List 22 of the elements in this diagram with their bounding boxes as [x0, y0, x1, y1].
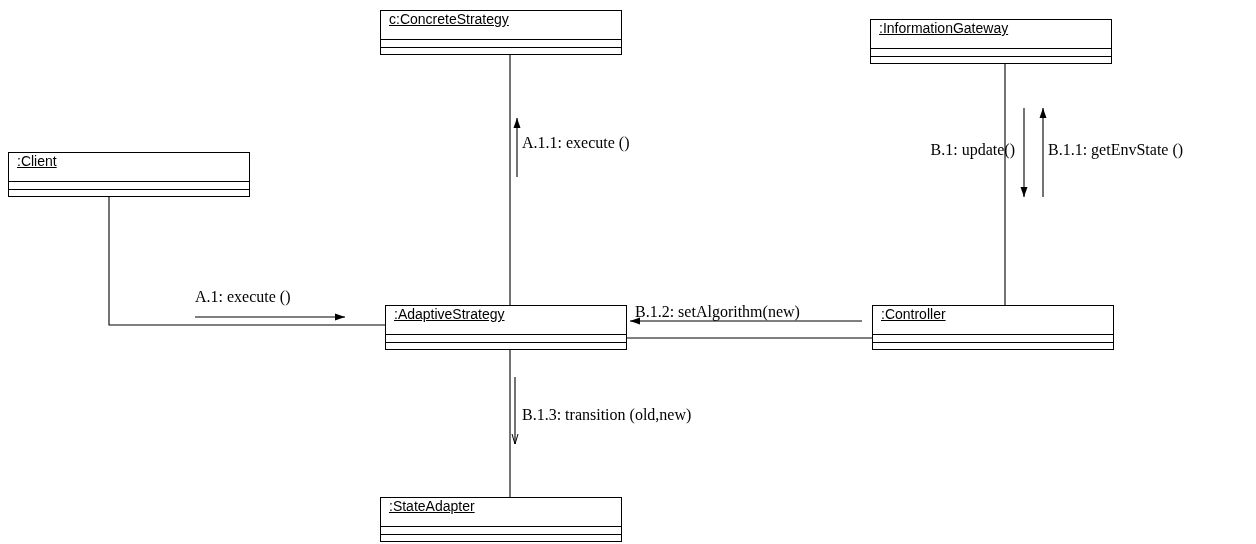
link-line [626, 337, 873, 339]
object-box [872, 305, 1114, 350]
object-box [870, 19, 1112, 64]
message-label: A.1.1: execute () [522, 134, 630, 152]
object-box [380, 10, 622, 55]
object-name: :StateAdapter [388, 498, 475, 516]
object-box [380, 497, 622, 542]
link-line [1004, 63, 1006, 306]
object-name: :AdaptiveStrategy [393, 306, 505, 324]
object-box [385, 305, 627, 350]
message-label: B.1: update() [930, 141, 1015, 159]
object-box [8, 152, 250, 197]
link-line [509, 349, 511, 498]
object-name: :Client [16, 153, 57, 171]
message-label: B.1.1: getEnvState () [1048, 141, 1184, 159]
object-name: :Controller [880, 306, 946, 324]
object-name: c:ConcreteStrategy [388, 11, 509, 29]
object-name: :InformationGateway [878, 20, 1009, 38]
message-label: B.1.3: transition (old,new) [522, 406, 692, 424]
message-label: A.1: execute () [195, 288, 291, 306]
link-line [108, 196, 386, 326]
link-line [509, 54, 511, 306]
